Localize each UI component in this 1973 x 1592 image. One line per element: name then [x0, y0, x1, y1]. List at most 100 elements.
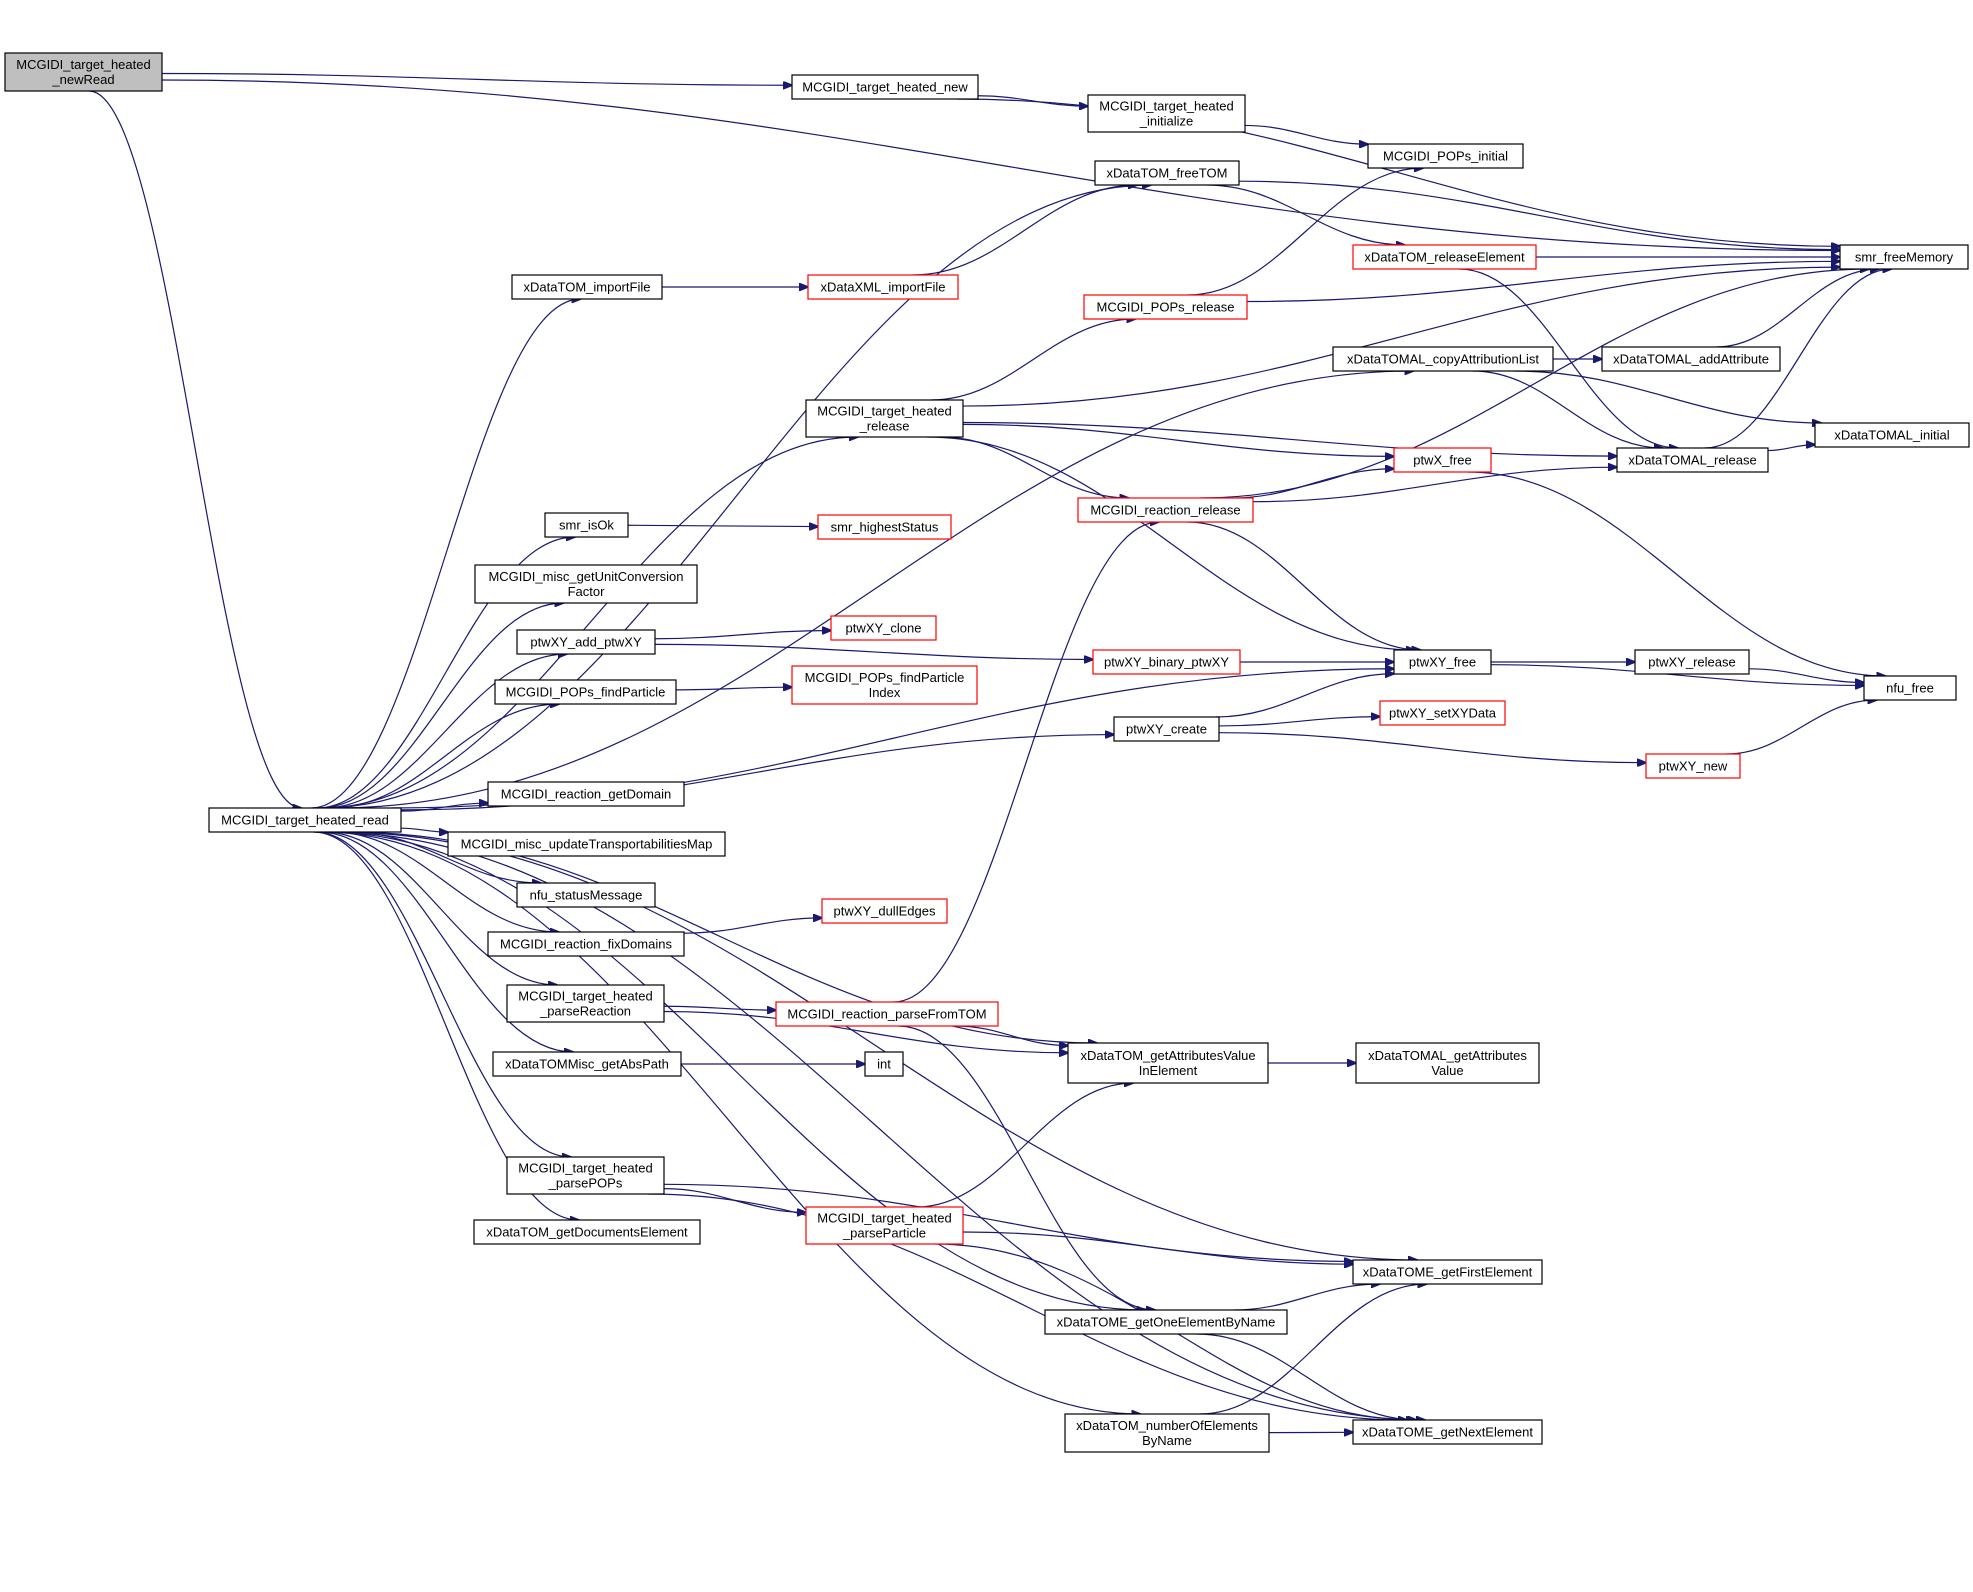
node-box — [4, 52, 163, 92]
edge-heated_read-to-getAbsPath — [318, 831, 573, 1052]
node-heated_initialize[interactable]: MCGIDI_target_heated_initialize — [1087, 94, 1246, 133]
node-parsePOPs[interactable]: MCGIDI_target_heated_parsePOPs — [506, 1156, 665, 1195]
node-label: xDataTOM_freeTOM — [1107, 166, 1228, 181]
node-nfu_statusMessage[interactable]: nfu_statusMessage — [516, 882, 656, 908]
node-smr_freeMemory[interactable]: smr_freeMemory — [1839, 244, 1969, 270]
node-ptwXY_binary[interactable]: ptwXY_binary_ptwXY — [1092, 649, 1241, 675]
node-parseFromTOM[interactable]: MCGIDI_reaction_parseFromTOM — [775, 1001, 999, 1027]
node-importFile[interactable]: xDataTOM_importFile — [511, 274, 663, 300]
edge-heated_read-to-unitConv — [319, 603, 563, 809]
node-box — [1067, 1042, 1269, 1084]
edge-pops_release-to-pops_initial — [1187, 168, 1423, 296]
node-ptwXY_clone[interactable]: ptwXY_clone — [830, 615, 937, 641]
node-box — [791, 665, 978, 705]
node-fixDomains[interactable]: MCGIDI_reaction_fixDomains — [487, 931, 685, 957]
node-label: MCGIDI_target_heated — [518, 1161, 652, 1176]
node-box — [492, 1051, 682, 1077]
node-label: xDataTOM_numberOfElements — [1076, 1418, 1258, 1433]
node-freeTOM[interactable]: xDataTOM_freeTOM — [1094, 160, 1240, 186]
node-label: Factor — [568, 584, 606, 599]
node-getAbsPath[interactable]: xDataTOMMisc_getAbsPath — [492, 1051, 682, 1077]
node-ptwXY_release[interactable]: ptwXY_release — [1634, 649, 1750, 675]
node-ptwX_free[interactable]: ptwX_free — [1393, 447, 1492, 473]
edge-heated_read-to-getDocElement — [313, 831, 579, 1220]
edge-ptwX_free-to-nfu_free — [1467, 471, 1885, 676]
node-tomal_release[interactable]: xDataTOMAL_release — [1616, 447, 1769, 473]
node-getDocElement[interactable]: xDataTOM_getDocumentsElement — [473, 1219, 701, 1245]
node-updateTransport[interactable]: MCGIDI_misc_updateTransportabilitiesMap — [447, 831, 726, 857]
node-tomal_getAttrValue[interactable]: xDataTOMAL_getAttributesValue — [1355, 1042, 1540, 1084]
node-box — [1092, 649, 1241, 675]
node-box — [807, 274, 959, 300]
edge-getOneElement-to-getNextElement — [1196, 1333, 1417, 1420]
node-box — [1634, 649, 1750, 675]
edge-heated_release-to-pops_release — [931, 319, 1135, 401]
edge-ptwXY_create-to-ptwXY_free — [1215, 674, 1394, 718]
edge-ptwXY_add-to-ptwXY_binary — [654, 643, 1093, 659]
edge-heated_read-to-getFirstElement — [335, 831, 1417, 1260]
node-heated_new[interactable]: MCGIDI_target_heated_new — [791, 74, 979, 100]
node-nfu_free[interactable]: nfu_free — [1863, 675, 1957, 701]
node-label: MCGIDI_reaction_parseFromTOM — [787, 1007, 986, 1022]
node-ptwXY_free[interactable]: ptwXY_free — [1393, 649, 1492, 675]
node-heated_release[interactable]: MCGIDI_target_heated_release — [805, 399, 964, 438]
node-box — [516, 629, 656, 655]
node-label: MCGIDI_target_heated_new — [802, 80, 968, 95]
node-label: smr_freeMemory — [1855, 250, 1954, 265]
node-int[interactable]: int — [864, 1051, 904, 1077]
node-ptwXY_setXYData[interactable]: ptwXY_setXYData — [1379, 700, 1506, 726]
edge-newRead-to-heated_new — [161, 72, 792, 85]
node-box — [447, 831, 726, 857]
node-parseReaction[interactable]: MCGIDI_target_heated_parseReaction — [506, 984, 665, 1023]
node-box — [791, 74, 979, 100]
node-pops_release[interactable]: MCGIDI_POPs_release — [1083, 294, 1248, 320]
node-heated_read[interactable]: MCGIDI_target_heated_read — [208, 807, 402, 833]
node-newRead[interactable]: MCGIDI_target_heated_newRead — [4, 52, 163, 92]
node-ptwXY_create[interactable]: ptwXY_create — [1113, 716, 1220, 742]
edge-ptwXY_new-to-nfu_free — [1726, 700, 1876, 755]
node-copyAttr[interactable]: xDataTOMAL_copyAttributionList — [1332, 346, 1554, 372]
edge-heated_release-to-ptwX_free — [962, 423, 1394, 456]
node-reaction_release[interactable]: MCGIDI_reaction_release — [1077, 497, 1254, 523]
node-tomal_initial[interactable]: xDataTOMAL_initial — [1814, 422, 1970, 448]
edge-tomal_release-to-smr_freeMemory — [1704, 269, 1891, 449]
node-getOneElement[interactable]: xDataTOME_getOneElementByName — [1044, 1309, 1288, 1335]
node-getFirstElement[interactable]: xDataTOME_getFirstElement — [1352, 1259, 1543, 1285]
node-label: _release — [859, 419, 910, 434]
node-box — [805, 399, 964, 438]
edge-reaction_release-to-smr_freeMemory — [1200, 269, 1869, 499]
node-ptwXY_new[interactable]: ptwXY_new — [1645, 753, 1741, 779]
node-label: ptwXY_dullEdges — [834, 904, 936, 919]
edge-heated_read-to-parseReaction — [323, 831, 557, 985]
node-xml_importFile[interactable]: xDataXML_importFile — [807, 274, 959, 300]
edge-xml_importFile-to-freeTOM — [912, 185, 1137, 276]
node-box — [487, 931, 685, 957]
node-getDomain[interactable]: MCGIDI_reaction_getDomain — [487, 781, 685, 807]
node-box — [805, 1206, 964, 1245]
node-addAttr[interactable]: xDataTOMAL_addAttribute — [1601, 346, 1781, 372]
node-box — [1352, 1259, 1543, 1285]
node-box — [830, 615, 937, 641]
node-parseParticle[interactable]: MCGIDI_target_heated_parseParticle — [805, 1206, 964, 1245]
node-label: MCGIDI_misc_updateTransportabilitiesMap — [461, 837, 713, 852]
node-ptwXY_add[interactable]: ptwXY_add_ptwXY — [516, 629, 656, 655]
node-label: ptwXY_create — [1126, 722, 1207, 737]
node-ptwXY_dullEdges[interactable]: ptwXY_dullEdges — [821, 898, 948, 924]
node-pops_initial[interactable]: MCGIDI_POPs_initial — [1367, 143, 1524, 169]
edge-heated_read-to-pops_findParticle — [331, 704, 559, 809]
node-label: xDataTOMAL_initial — [1834, 428, 1949, 443]
node-pops_findParticle[interactable]: MCGIDI_POPs_findParticle — [494, 679, 677, 705]
edge-copyAttr-to-tomal_initial — [1513, 370, 1821, 423]
node-releaseElement[interactable]: xDataTOM_releaseElement — [1352, 244, 1537, 270]
node-box — [775, 1001, 999, 1027]
node-label: _newRead — [51, 72, 114, 87]
node-getNextElement[interactable]: xDataTOME_getNextElement — [1352, 1419, 1543, 1445]
node-smr_highestStatus[interactable]: smr_highestStatus — [817, 514, 952, 540]
node-box — [1352, 244, 1537, 270]
node-smr_isOk[interactable]: smr_isOk — [544, 512, 629, 538]
